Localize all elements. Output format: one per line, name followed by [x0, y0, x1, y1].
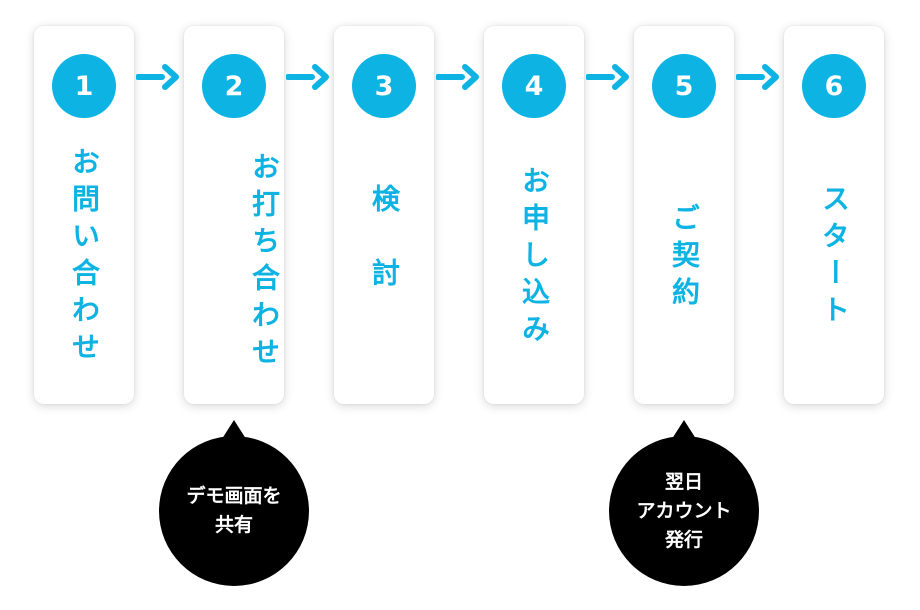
callout-text-line: 共有 [214, 514, 253, 536]
step-number-5: 5 [652, 54, 716, 118]
step-number-2: 2 [202, 54, 266, 118]
callout-text-line: 翌日 [664, 470, 703, 493]
step-label-2: お打ち合わせ [248, 152, 281, 374]
step-number-4: 4 [502, 54, 566, 118]
callout-text-line: デモ画面を [186, 485, 282, 507]
step-label-1: お問い合わせ [68, 147, 101, 369]
step-card-6: 6 スタート [784, 26, 884, 404]
step-label-6: スタート [818, 184, 851, 332]
step-label-4: お申し込み [518, 165, 551, 351]
step-number-1: 1 [52, 54, 116, 118]
step-card-3: 3 検討 [334, 26, 434, 404]
callout-text-line: アカウント [636, 499, 732, 522]
callout-bubble-account: 翌日 アカウント 発行 [609, 436, 759, 586]
step-label-5: ご契約 [668, 202, 701, 314]
callout-bubble-demo: デモ画面を 共有 [159, 436, 309, 586]
arrow-right-icon [436, 64, 479, 90]
step-card-5: 5 ご契約 [634, 26, 734, 404]
step-card-1: 1 お問い合わせ [34, 26, 134, 404]
callout-text-line: 発行 [664, 528, 703, 551]
arrow-right-icon [286, 64, 329, 90]
arrow-right-icon [736, 64, 779, 90]
step-number-3: 3 [352, 54, 416, 118]
step-label-3: 検討 [368, 184, 401, 332]
step-number-6: 6 [802, 54, 866, 118]
step-card-4: 4 お申し込み [484, 26, 584, 404]
arrow-right-icon [136, 64, 179, 90]
arrow-right-icon [586, 64, 629, 90]
step-card-2: 2 お打ち合わせ [184, 26, 284, 404]
